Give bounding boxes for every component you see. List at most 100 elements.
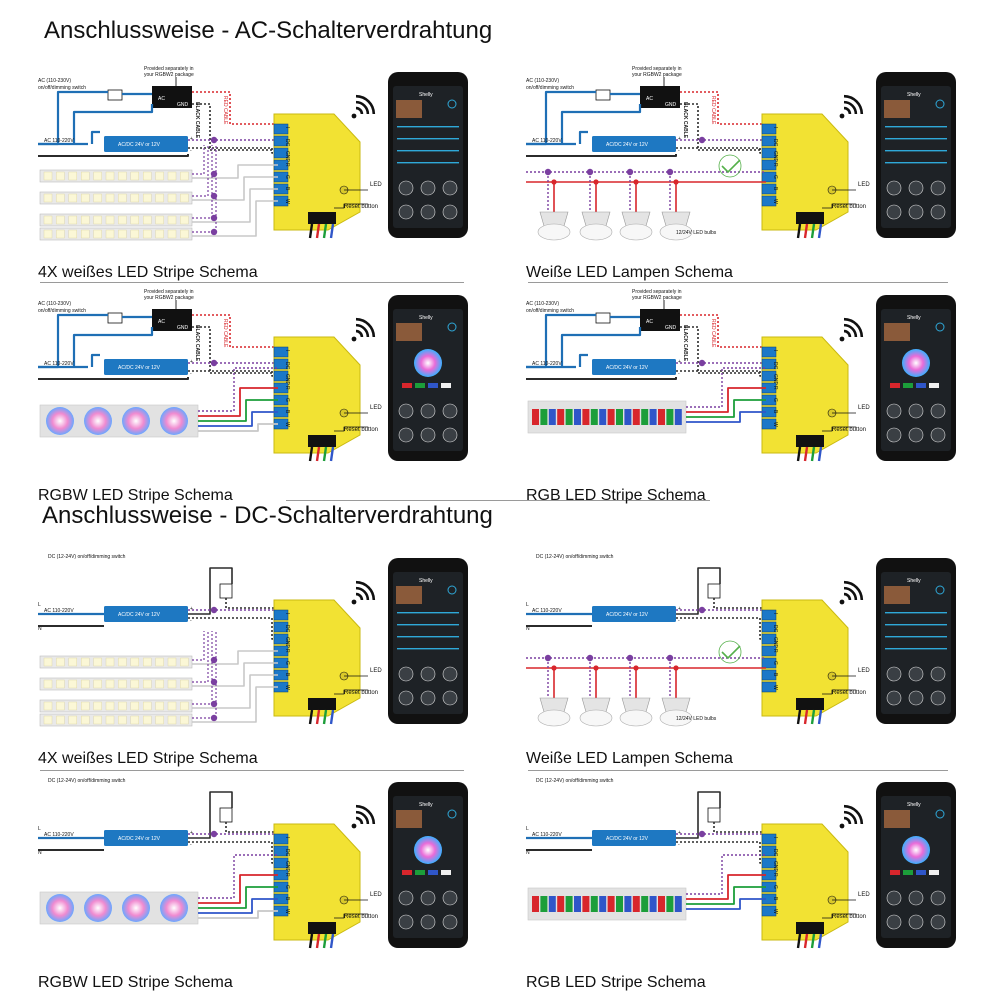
terminal-label: I (772, 350, 778, 351)
led-chip (167, 215, 177, 225)
terminal-block (761, 833, 777, 845)
lead-wire (329, 933, 335, 949)
junction-dot (698, 830, 706, 838)
rgb-led (565, 409, 573, 425)
terminal-label: I (772, 613, 778, 614)
dc-wire (713, 822, 766, 833)
gnd-supply-wire (188, 617, 278, 640)
bulb-icon (537, 223, 571, 241)
led-chip (155, 193, 164, 203)
terminal-block (273, 147, 289, 159)
diagram-caption: 4X weißes LED Stripe Schema (38, 750, 258, 767)
bulbs-label: 12/24V LED bulbs (676, 716, 717, 722)
led-chip (105, 701, 115, 711)
phone-tab-icon (398, 204, 414, 220)
channel-chip (890, 383, 900, 388)
strip-wire (198, 854, 278, 899)
divider (528, 770, 948, 771)
wifi-icon (843, 586, 858, 601)
ac-input-box (152, 309, 192, 331)
wiring-group: AC (110-230V)on/off/dimming switchProvid… (526, 66, 956, 241)
switch-label: on/off/dimming switch (38, 308, 86, 314)
led-chip (167, 171, 177, 181)
wifi-icon (839, 823, 845, 829)
rgb-led (590, 409, 598, 425)
strip-wire (198, 387, 278, 417)
rgb-led (599, 896, 607, 912)
junction-dot (698, 359, 706, 367)
gnd-supply-wire (676, 617, 766, 640)
gnd-supply-wire (676, 370, 766, 377)
phone-tab-icon (420, 180, 436, 196)
rgb-led (616, 409, 623, 425)
cable-label: RED CABLE (222, 319, 228, 348)
psu-plus: + (190, 606, 193, 612)
terminal-label: W (772, 199, 778, 204)
led-label: LED (370, 892, 382, 898)
phone-tab-icon (908, 204, 924, 220)
rgb-led (632, 896, 640, 912)
led-chip (81, 679, 90, 689)
lead-wire (796, 933, 802, 949)
phone-tab-icon (420, 427, 436, 443)
phone-tab-icon (442, 180, 458, 196)
power-icon (935, 585, 945, 595)
switch-label: AC (110-230V) (526, 301, 559, 307)
rgb-led (548, 409, 556, 425)
signal-wire (680, 314, 766, 348)
bulb-icon (537, 709, 571, 727)
brightness-slider (397, 162, 459, 164)
phone-tab-icon (886, 403, 902, 419)
psu-plus: + (678, 830, 681, 836)
switch-label: AC (110-230V) (526, 78, 559, 84)
rgb-led (532, 409, 539, 425)
phone-tab-icon (886, 890, 902, 906)
dc-wire (188, 567, 233, 615)
wifi-icon (355, 804, 376, 825)
lead-wire (796, 709, 802, 725)
phone-tab-icon (420, 914, 436, 930)
gnd-box-label: GND (665, 325, 677, 331)
phone-tab-icon (442, 666, 458, 682)
mains-label: AC 110-220V (532, 832, 562, 838)
wifi-icon (355, 323, 370, 338)
terminal-label: DC (772, 849, 778, 857)
junction-dot (544, 168, 552, 176)
strip-wire (198, 886, 278, 909)
lead-wire (315, 933, 321, 949)
junction-dot (633, 665, 639, 671)
channel-chip (929, 383, 939, 388)
rgbw-led (46, 407, 74, 435)
led-chip (155, 715, 164, 725)
terminal-label: G (772, 661, 778, 665)
terminal-label: R (284, 649, 290, 653)
phone-tab-icon (420, 204, 436, 220)
junction-dot (626, 654, 634, 662)
phone-tab-icon (442, 403, 458, 419)
diagram-caption: Weiße LED Lampen Schema (526, 750, 733, 767)
brightness-slider (397, 648, 459, 650)
switch-icon (107, 312, 123, 324)
psu-box (104, 359, 188, 375)
junction-dot (586, 168, 594, 176)
terminal-label: DC (284, 849, 290, 857)
app-brand: Shelly (419, 315, 433, 321)
brightness-slider (885, 126, 947, 128)
phone-tab-icon (908, 180, 924, 196)
bulb-icon (619, 709, 653, 727)
note-label: Provided separately in (144, 66, 194, 72)
switch-icon (707, 583, 721, 599)
psu-plus: + (190, 136, 193, 142)
led-chip (142, 679, 152, 689)
led-chip (68, 193, 77, 203)
led-chip (93, 171, 102, 181)
led-chip (43, 715, 53, 725)
wifi-icon (355, 580, 376, 601)
gnd-box-label: GND (665, 102, 677, 108)
strip-plus-wire (192, 145, 209, 197)
wifi-icon (839, 599, 845, 605)
phone-tab-icon (930, 204, 946, 220)
